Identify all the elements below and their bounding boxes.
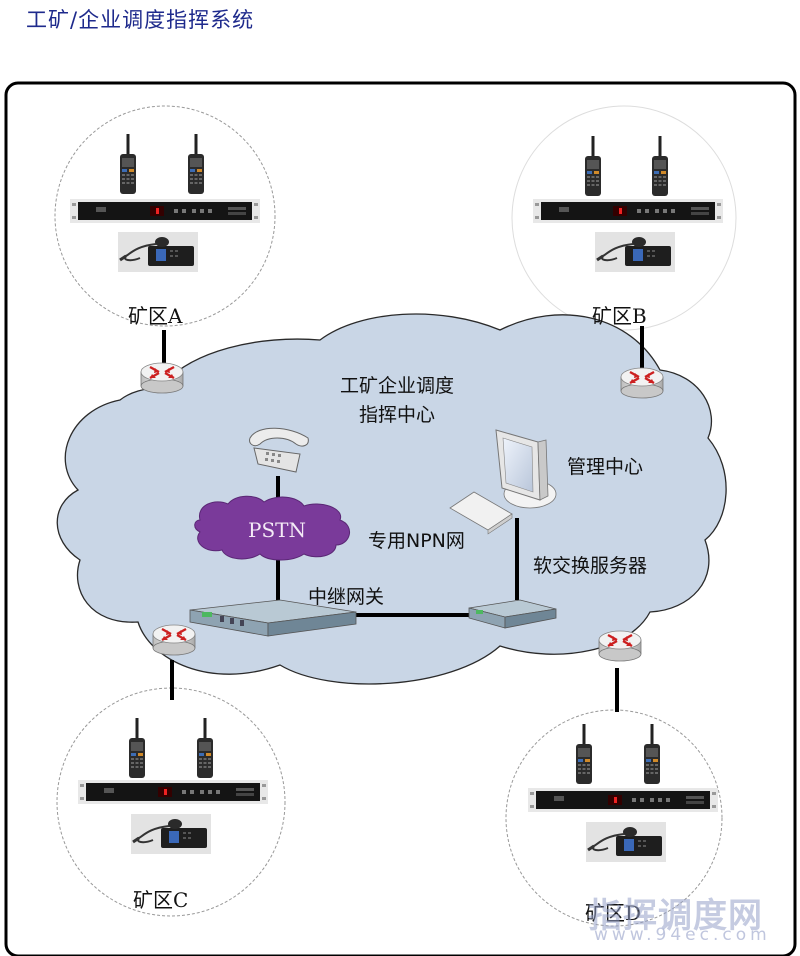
dispatch-center-label-line1: 工矿企业调度 <box>340 375 455 397</box>
management-center-label: 管理中心 <box>567 456 644 478</box>
pstn-label: PSTN <box>248 518 306 542</box>
zone-b-label: 矿区B <box>592 304 647 328</box>
zone-a-label: 矿区A <box>128 304 183 328</box>
watermark-url: www.94ec.com <box>594 925 771 945</box>
repeater-icon <box>533 199 723 223</box>
router-icon-c <box>151 623 197 657</box>
repeater-icon <box>78 780 268 804</box>
trunk-gateway-label: 中继网关 <box>308 586 385 608</box>
router-icon-a <box>139 361 185 395</box>
router-icon-b <box>619 366 665 400</box>
watermark-text: 指挥调度网 <box>588 896 763 936</box>
dispatch-center-label-line2: 指挥中心 <box>359 404 436 426</box>
dispatch-center-label: 工矿企业调度 指挥中心 <box>340 372 454 430</box>
zone-d-label: 矿区D <box>585 901 642 925</box>
softswitch-label: 软交换服务器 <box>533 555 648 577</box>
repeater-icon <box>528 788 718 812</box>
mobile-radio-icon <box>584 820 668 864</box>
router-icon-d <box>597 629 643 663</box>
links <box>162 326 644 712</box>
telephone-icon <box>249 427 309 473</box>
keyboard-icon <box>449 491 513 535</box>
mobile-radio-icon <box>593 230 677 274</box>
npn-label: 专用NPN网 <box>368 530 465 552</box>
pstn-cloud <box>194 495 350 561</box>
diagram-frame <box>4 81 797 956</box>
trunk-gateway-icon <box>189 599 357 637</box>
softswitch-server-icon <box>468 599 557 629</box>
management-computer-icon <box>495 429 557 509</box>
zone-d-circle <box>505 709 723 927</box>
zone-c-label: 矿区C <box>133 888 189 912</box>
mobile-radio-icon <box>116 230 200 274</box>
page-title: 工矿/企业调度指挥系统 <box>26 8 255 32</box>
repeater-icon <box>70 199 260 223</box>
mobile-radio-icon <box>129 812 213 856</box>
